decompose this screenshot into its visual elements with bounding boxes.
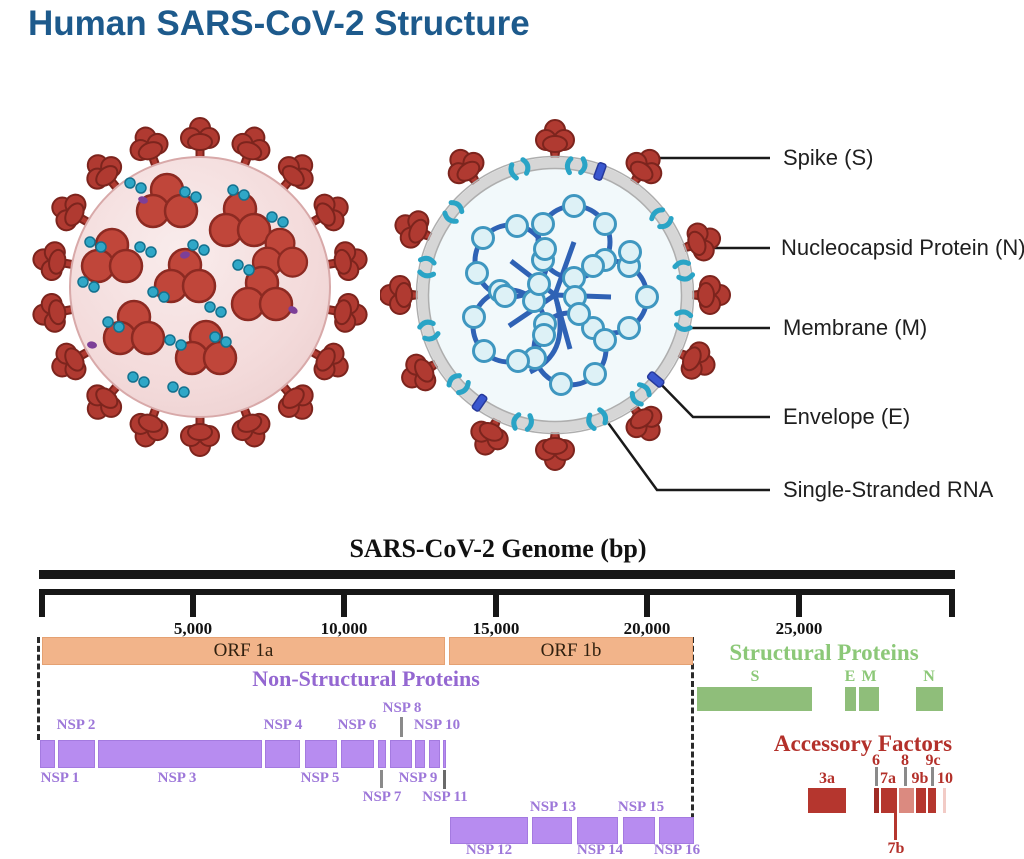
nsp3-label: NSP 3: [157, 770, 197, 786]
orf7b-label: 7b: [887, 840, 905, 857]
ruler-end-tick-right: [949, 589, 955, 617]
virus-cross-section-illustration: [380, 119, 770, 492]
ruler-end-tick-left: [39, 589, 45, 617]
nsp8-label: NSP 8: [382, 700, 422, 716]
nsp6-box: [341, 740, 374, 768]
ruler-tick-20000: [644, 589, 650, 617]
orf10-label: 10: [937, 770, 953, 787]
orf9b-label: 9b: [911, 770, 929, 787]
dashed-boundary-left: [37, 637, 40, 740]
nsp8-box: [390, 740, 412, 768]
orf1b-label: ORF 1b: [540, 640, 602, 661]
nsp5-box: [305, 740, 337, 768]
tick-label-25000: 25,000: [775, 619, 823, 638]
orf7a-label: 7a: [880, 770, 896, 787]
structural-heading: Structural Proteins: [729, 640, 919, 665]
rna-label: Single-Stranded RNA: [783, 477, 994, 502]
orf8-box: [899, 788, 914, 813]
orf9c-pointer: [931, 767, 934, 786]
orf3a-label: 3a: [819, 770, 835, 787]
orf6-box: [874, 788, 879, 813]
nsp7-box: [378, 740, 386, 768]
n-label: N: [923, 668, 935, 685]
nsp8-pointer: [400, 717, 403, 737]
nsp1-label: NSP 1: [40, 770, 80, 786]
accessory-heading: Accessory Factors: [773, 731, 953, 756]
orf6-pointer: [875, 767, 878, 786]
nsp14-label: NSP 14: [576, 842, 624, 858]
genome-top-bar: [39, 570, 955, 579]
orf9c-label: 9c: [925, 752, 941, 769]
nsp9-box: [415, 740, 425, 768]
orf8-pointer: [904, 767, 907, 786]
n-gene-box: [916, 687, 943, 711]
nsp11-box: [443, 740, 446, 768]
orf1a-bar: ORF 1a: [42, 637, 445, 665]
nsp14-box: [577, 817, 618, 844]
s-gene-box: [697, 687, 812, 711]
nsp10-label: NSP 10: [413, 717, 461, 733]
e-label: E: [844, 668, 856, 685]
orf7b-pointer: [894, 813, 897, 840]
virus-exterior-illustration: [29, 117, 371, 457]
nsp1-box: [40, 740, 55, 768]
nsp3-box: [98, 740, 262, 768]
tick-label-5000: 5,000: [173, 619, 213, 638]
nsp16-box: [659, 817, 694, 844]
nsp10-box: [429, 740, 440, 768]
s-label: S: [750, 668, 760, 685]
ruler-tick-15000: [493, 589, 499, 617]
dashed-boundary-right: [691, 637, 694, 828]
orf7a-box: [881, 788, 897, 813]
m-gene-box: [859, 687, 879, 711]
nsp11-pointer: [443, 770, 446, 789]
orf10-box: [943, 788, 946, 813]
nucleocapsid-label: Nucleocapsid Protein (N): [781, 235, 1024, 260]
orf8-label: 8: [901, 752, 909, 769]
nsp-heading: Non-Structural Proteins: [252, 666, 480, 691]
nsp7-label: NSP 7: [362, 789, 402, 805]
nsp16-label: NSP 16: [653, 842, 701, 858]
ruler-tick-25000: [796, 589, 802, 617]
tick-label-20000: 20,000: [623, 619, 671, 638]
nsp2-label: NSP 2: [56, 717, 96, 733]
ruler-tick-10000: [341, 589, 347, 617]
envelope-protein-dots: [87, 196, 298, 349]
orf9b-box: [916, 788, 926, 813]
nsp2-box: [58, 740, 95, 768]
nsp7-pointer: [380, 770, 383, 788]
orf1a-label: ORF 1a: [213, 640, 274, 661]
tick-label-15000: 15,000: [472, 619, 520, 638]
nsp13-box: [532, 817, 572, 844]
nsp12-box: [450, 817, 528, 844]
spike-label: Spike (S): [783, 145, 874, 170]
nsp15-box: [623, 817, 655, 844]
m-label: M: [861, 668, 877, 685]
orf1b-bar: ORF 1b: [449, 637, 693, 665]
nsp4-label: NSP 4: [263, 717, 303, 733]
nsp6-label: NSP 6: [337, 717, 377, 733]
ruler-tick-5000: [190, 589, 196, 617]
envelope-label: Envelope (E): [783, 404, 911, 429]
orf3a-box: [808, 788, 846, 813]
nsp12-label: NSP 12: [465, 842, 513, 858]
nsp13-label: NSP 13: [529, 799, 577, 815]
orf9c-box: [928, 788, 936, 813]
nucleocapsid-beads: [462, 194, 659, 396]
membrane-label: Membrane (M): [783, 315, 928, 340]
nsp11-label: NSP 11: [422, 789, 468, 805]
e-gene-box: [845, 687, 856, 711]
page-title: Human SARS-CoV-2 Structure: [28, 4, 530, 43]
nsp5-label: NSP 5: [300, 770, 340, 786]
nsp9-label: NSP 9: [398, 770, 438, 786]
nsp15-label: NSP 15: [617, 799, 665, 815]
nsp4-box: [265, 740, 300, 768]
tick-label-10000: 10,000: [320, 619, 368, 638]
orf6-label: 6: [872, 752, 880, 769]
genome-title: SARS-CoV-2 Genome (bp): [349, 534, 647, 563]
